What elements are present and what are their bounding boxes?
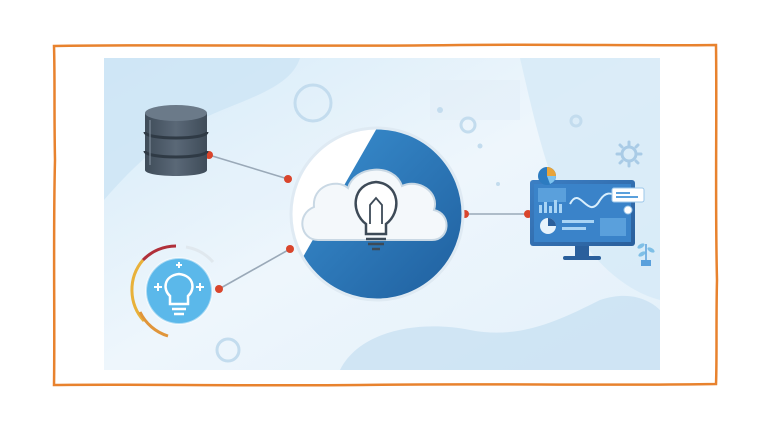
pie-chart-badge: [538, 167, 556, 185]
database-icon: [145, 105, 207, 176]
cloud-lightbulb-hub: [291, 128, 463, 300]
